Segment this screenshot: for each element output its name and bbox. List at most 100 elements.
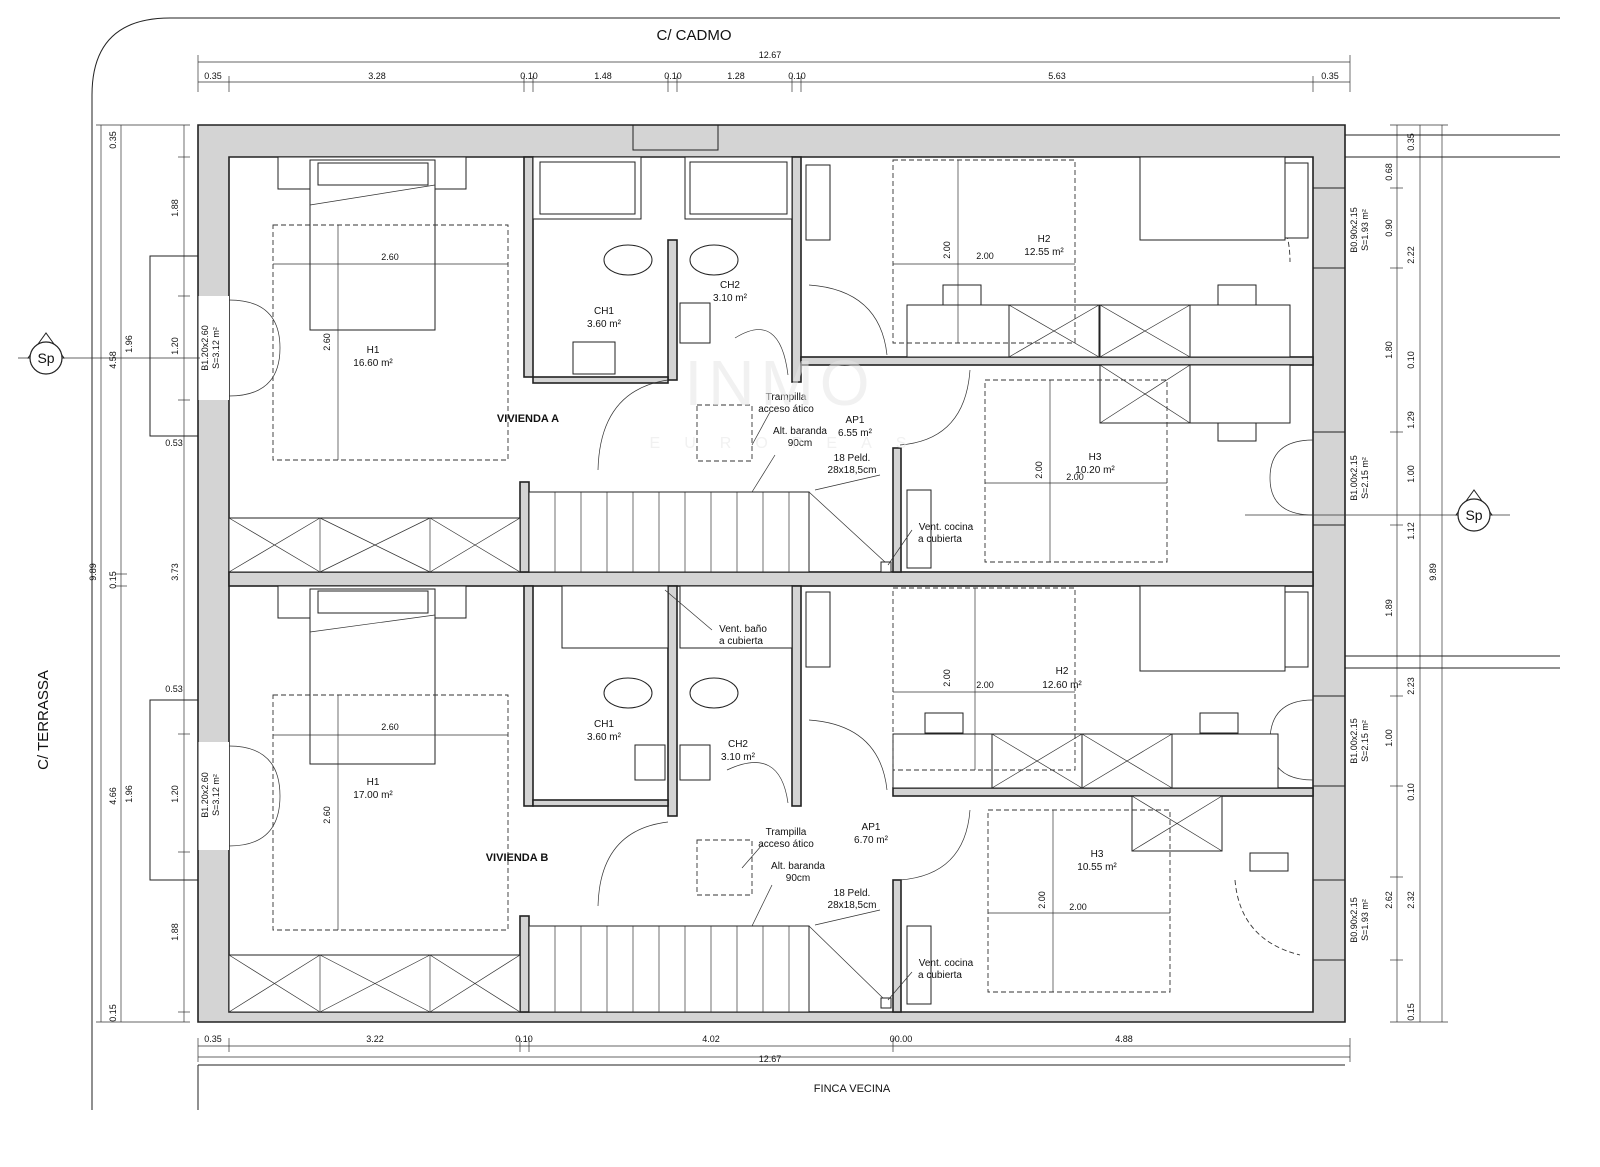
window-opening	[198, 296, 229, 400]
street-top-label: C/ CADMO	[657, 27, 732, 44]
dim-top: 0.10	[520, 71, 538, 81]
window-label: B1.20x2.60	[200, 772, 210, 818]
svg-text:2.00: 2.00	[1069, 902, 1087, 912]
window-label: S=1.93 m²	[1360, 209, 1370, 251]
interior-wall	[800, 356, 1314, 366]
room-area: 16.60 m²	[353, 358, 393, 369]
room-name: H2	[1038, 234, 1051, 245]
attic-hatch	[696, 839, 753, 896]
dim-top: 0.35	[204, 71, 222, 81]
svg-text:2.00: 2.00	[976, 680, 994, 690]
svg-text:0.68: 0.68	[1384, 163, 1394, 181]
interior-wall	[667, 239, 678, 381]
svg-text:9.89: 9.89	[88, 563, 98, 581]
room-name: H1	[367, 345, 380, 356]
vent-shaft	[880, 997, 892, 1009]
room-name: AP1	[846, 415, 865, 426]
dim-top: 5.63	[1048, 71, 1066, 81]
stairs-a	[528, 491, 886, 573]
bed-h1-a	[277, 156, 467, 331]
dim-top: 0.10	[664, 71, 682, 81]
window-label: S=1.93 m²	[1360, 899, 1370, 941]
note: a cubierta	[719, 636, 763, 647]
svg-text:INMO: INMO	[684, 347, 875, 419]
top-dimensions: 12.67 0.35 3.28 0.10 1.48 0.10 1.28 0.10…	[197, 50, 1351, 92]
bed-clearance	[892, 159, 1076, 344]
dim-bottom: 0.35	[204, 1034, 222, 1044]
room-area: 10.20 m²	[1075, 465, 1115, 476]
room-area: 3.10 m²	[713, 293, 748, 304]
bed-clearance	[272, 224, 509, 461]
bed-clearance	[892, 587, 1076, 771]
window-label: S=3.12 m²	[211, 327, 221, 369]
dim-bottom-total: 12.67	[759, 1054, 782, 1064]
dim-top-total: 12.67	[759, 50, 782, 60]
window-label: B1.20x2.60	[200, 325, 210, 371]
note: 28x18,5cm	[828, 465, 877, 476]
street-curb-line	[91, 17, 1560, 1110]
svg-text:2.60: 2.60	[381, 252, 399, 262]
room-name: CH2	[728, 739, 748, 750]
stairs-b	[528, 925, 886, 1013]
window-opening	[198, 742, 229, 850]
note: Trampilla	[766, 392, 807, 403]
svg-text:2.62: 2.62	[1384, 891, 1394, 909]
dim-top: 1.28	[727, 71, 745, 81]
dim-top: 0.35	[1321, 71, 1339, 81]
note: 90cm	[788, 438, 812, 449]
svg-text:1.00: 1.00	[1384, 729, 1394, 747]
svg-text:0.15: 0.15	[108, 571, 118, 589]
window-opening	[632, 124, 719, 151]
interior-wall	[892, 447, 902, 573]
svg-text:2.00: 2.00	[1066, 472, 1084, 482]
dim-bottom: 00.00	[890, 1034, 913, 1044]
interior-wall	[892, 787, 1314, 797]
door-swing	[899, 369, 971, 446]
svg-text:2.60: 2.60	[322, 806, 332, 824]
window-opening	[1312, 695, 1346, 787]
interior-wall	[532, 799, 669, 807]
note: Vent. cocina	[919, 522, 974, 533]
interior-wall	[519, 481, 530, 573]
bed-clearance	[984, 379, 1168, 563]
window-opening	[1312, 187, 1346, 269]
interior-wall	[523, 585, 534, 807]
room-name: AP1	[862, 822, 881, 833]
note: a cubierta	[918, 534, 962, 545]
dim-bottom: 3.22	[366, 1034, 384, 1044]
svg-text:0.35: 0.35	[1406, 133, 1416, 151]
svg-text:9.89: 9.89	[1428, 563, 1438, 581]
door-swing	[808, 719, 888, 791]
svg-text:4.66: 4.66	[108, 787, 118, 805]
party-wall	[228, 571, 1314, 587]
window-label: B0.90x2.15	[1349, 897, 1359, 943]
svg-text:0.90: 0.90	[1384, 219, 1394, 237]
section-marker-left: Sp	[18, 332, 200, 375]
note: Vent. cocina	[919, 958, 974, 969]
window-label: S=3.12 m²	[211, 774, 221, 816]
svg-text:0.10: 0.10	[1406, 351, 1416, 369]
window-swing	[1234, 879, 1301, 956]
room-name: H3	[1091, 849, 1104, 860]
balcony	[149, 255, 199, 437]
dim-bottom: 4.88	[1115, 1034, 1133, 1044]
svg-text:EUROPEAS: EUROPEAS	[650, 435, 931, 452]
vent-shaft	[880, 561, 892, 573]
wardrobe-a	[228, 517, 521, 573]
svg-text:1.00: 1.00	[1406, 465, 1416, 483]
room-area: 3.60 m²	[587, 319, 622, 330]
window-label: B1.00x2.15	[1349, 718, 1359, 764]
door-swing	[734, 329, 789, 376]
room-name: CH1	[594, 306, 614, 317]
svg-text:2.60: 2.60	[322, 333, 332, 351]
svg-text:2.60: 2.60	[381, 722, 399, 732]
window-label: B1.00x2.15	[1349, 455, 1359, 501]
svg-text:2.00: 2.00	[942, 669, 952, 687]
window-opening	[1312, 431, 1346, 526]
svg-text:1.20: 1.20	[170, 337, 180, 355]
desk-h2-b	[805, 585, 1309, 789]
room-area: 3.60 m²	[587, 732, 622, 743]
window-label: S=2.15 m²	[1360, 720, 1370, 762]
svg-text:2.22: 2.22	[1406, 246, 1416, 264]
balcony	[149, 699, 199, 881]
